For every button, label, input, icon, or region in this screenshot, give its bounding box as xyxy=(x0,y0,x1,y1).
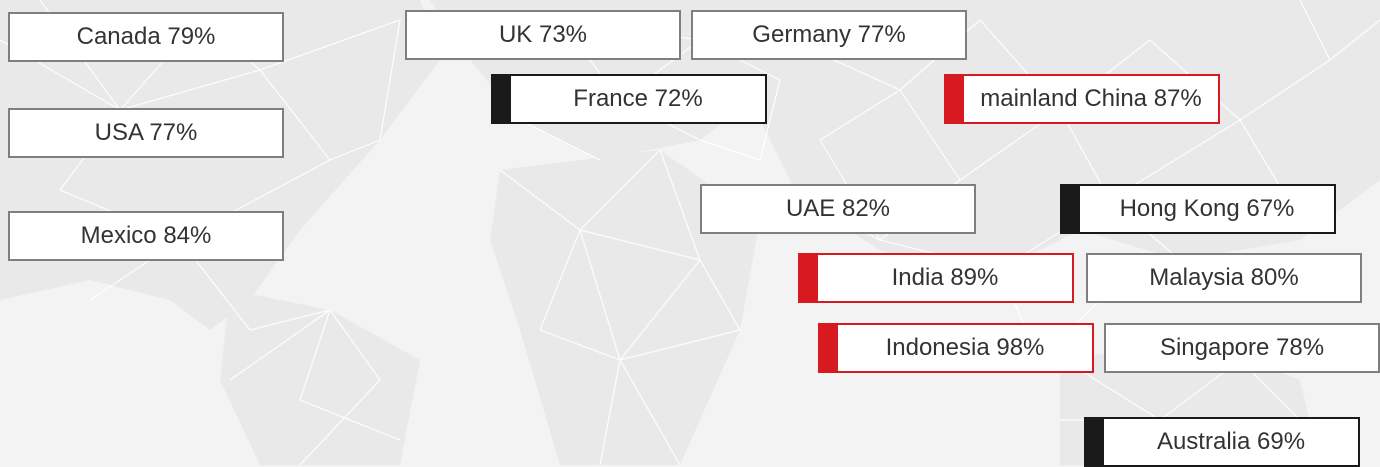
country-label: Indonesia 98% xyxy=(885,334,1045,361)
country-label: Hong Kong 67% xyxy=(1119,195,1295,222)
country-label: France 72% xyxy=(573,85,703,112)
low-score-marker xyxy=(1060,184,1080,234)
country-box-singapore: Singapore 78% xyxy=(1104,323,1380,373)
country-box-malaysia: Malaysia 80% xyxy=(1086,253,1362,303)
country-label: Australia 69% xyxy=(1156,428,1306,455)
country-label: Canada 79% xyxy=(76,23,216,50)
country-label: UAE 82% xyxy=(785,195,891,222)
country-box-usa: USA 77% xyxy=(8,108,284,158)
country-box-australia: Australia 69% xyxy=(1084,417,1360,467)
high-score-marker xyxy=(798,253,818,303)
country-box-canada: Canada 79% xyxy=(8,12,284,62)
country-box-hong-kong: Hong Kong 67% xyxy=(1060,184,1336,234)
country-box-indonesia: Indonesia 98% xyxy=(818,323,1094,373)
country-box-uk: UK 73% xyxy=(405,10,681,60)
country-label: Mexico 84% xyxy=(80,222,212,249)
country-label: Singapore 78% xyxy=(1159,334,1325,361)
country-box-india: India 89% xyxy=(798,253,1074,303)
country-label: Malaysia 80% xyxy=(1149,264,1299,291)
country-label: Germany 77% xyxy=(752,21,906,48)
country-box-uae: UAE 82% xyxy=(700,184,976,234)
country-label: USA 77% xyxy=(94,119,198,146)
country-box-france: France 72% xyxy=(491,74,767,124)
low-score-marker xyxy=(1084,417,1104,467)
africa-shape xyxy=(490,150,760,465)
high-score-marker xyxy=(944,74,964,124)
country-box-mexico: Mexico 84% xyxy=(8,211,284,261)
country-label: India 89% xyxy=(891,264,999,291)
country-label: mainland China 87% xyxy=(980,85,1202,112)
high-score-marker xyxy=(818,323,838,373)
south-america-shape xyxy=(220,290,420,465)
country-box-germany: Germany 77% xyxy=(691,10,967,60)
country-label: UK 73% xyxy=(498,21,588,48)
country-box-china: mainland China 87% xyxy=(944,74,1220,124)
low-score-marker xyxy=(491,74,511,124)
